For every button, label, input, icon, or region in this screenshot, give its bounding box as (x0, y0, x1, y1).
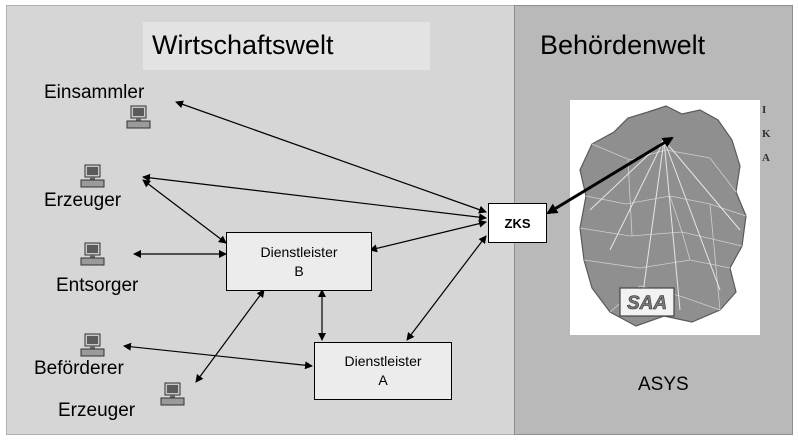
computer-icon (160, 382, 185, 406)
computer-icon (80, 164, 105, 188)
zks-label: ZKS (504, 215, 531, 231)
actor-entsorger: Entsorger (56, 275, 139, 296)
behoerdenwelt-title: Behördenwelt (540, 30, 706, 60)
arrow-dienstleister-b-zks (369, 219, 487, 253)
arrow-dienstleister-b-erzeuger (195, 289, 265, 383)
actor-erzeuger-2: Erzeuger (58, 400, 136, 421)
dienstleister-a-letter: A (378, 372, 388, 388)
actor-einsammler: Einsammler (44, 82, 145, 103)
dienstleister-a-label: Dienstleister (344, 353, 422, 369)
actor-erzeuger-1: Erzeuger (44, 190, 122, 211)
dienstleister-a-box: Dienstleister A (314, 342, 452, 400)
arrow-erzeuger-zks (142, 173, 487, 222)
map-badge-text: SAA (627, 293, 667, 314)
map-side-letter-3: A (762, 152, 770, 164)
arrow-befoerderer-dienstleister-a (123, 342, 313, 370)
map-side-letter-2: K (762, 128, 771, 140)
wirtschaftswelt-title: Wirtschaftswelt (152, 30, 334, 60)
computer-icon (80, 333, 105, 357)
map-side-letter-1: I (762, 104, 767, 116)
actor-befoerderer: Beförderer (34, 358, 124, 379)
wirtschaftswelt-title-box (143, 22, 430, 70)
asys-label: ASYS (638, 374, 689, 395)
dienstleister-b-label: Dienstleister (260, 243, 338, 260)
dienstleister-b-box: Dienstleister B (226, 232, 372, 291)
zks-box: ZKS (488, 203, 547, 243)
arrow-einsammler-zks (175, 100, 487, 214)
computer-icon (80, 242, 105, 266)
arrow-dienstleister-a-zks (406, 235, 487, 341)
arrow-erzeuger-dienstleister-b (142, 179, 227, 244)
arrow-zks-behoerden (546, 136, 674, 215)
dienstleister-b-letter: B (294, 262, 304, 279)
computer-icon (126, 105, 151, 129)
